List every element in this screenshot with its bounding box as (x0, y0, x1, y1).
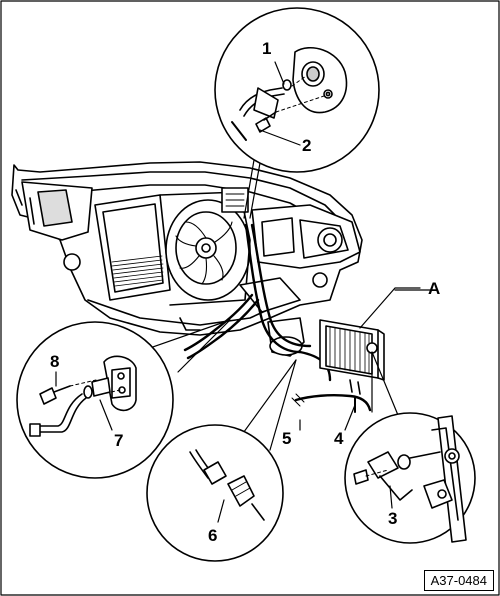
callout-1: 1 (262, 39, 272, 58)
callout-5: 5 (282, 429, 292, 448)
detail-circle-right (344, 412, 476, 544)
callout-A: A (428, 279, 441, 298)
callout-4: 4 (334, 429, 344, 448)
callout-2: 2 (302, 136, 312, 155)
detail-circle-top (214, 7, 380, 173)
figure-reference-code: A37-0484 (423, 570, 494, 591)
detail-circle-left (16, 321, 174, 479)
detail-circle-bottom (146, 424, 284, 562)
oil-cooler-lines (183, 223, 372, 412)
callout-6: 6 (208, 526, 218, 545)
callout-7: 7 (114, 431, 124, 450)
callout-8: 8 (50, 352, 60, 371)
oil-cooler (319, 319, 385, 413)
front-end-assembly (11, 161, 363, 357)
callout-3: 3 (388, 509, 398, 528)
